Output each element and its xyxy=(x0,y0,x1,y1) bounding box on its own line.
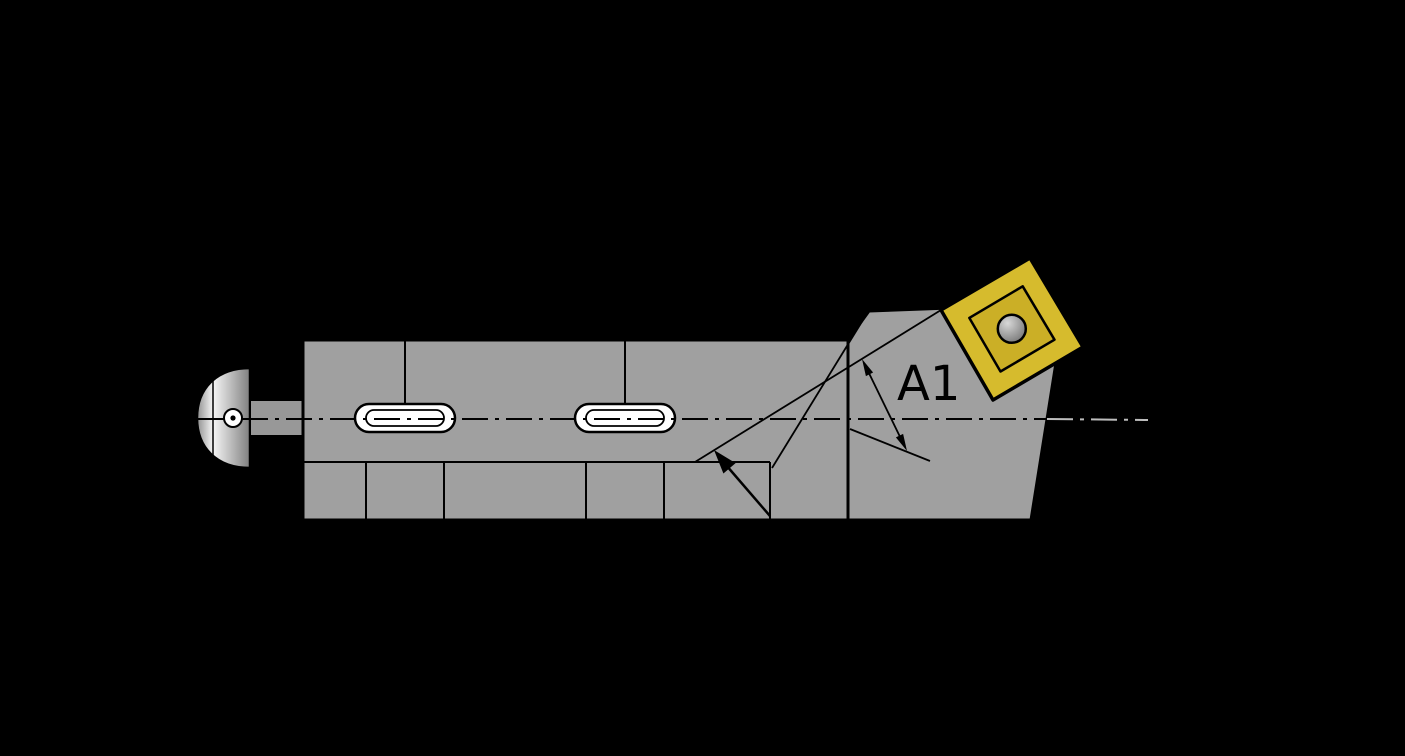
body-detail-lines xyxy=(303,340,771,520)
cutting-edge-extension-line xyxy=(694,309,942,463)
insert-screw-hole xyxy=(996,313,1028,345)
edge-pointer-arrow xyxy=(714,450,771,517)
chamfer-extension-line xyxy=(771,314,867,469)
a1-angle-label: A1 xyxy=(897,356,960,412)
a1-arrowhead-lower xyxy=(895,433,907,451)
a1-dimension-line xyxy=(865,366,904,444)
mounting-slots xyxy=(353,402,677,434)
indexable-insert xyxy=(939,256,1085,402)
pointer-arrowhead xyxy=(714,450,736,474)
angle-reference-line xyxy=(849,428,931,462)
pointer-arrow-shaft xyxy=(725,464,771,517)
centerline-extension xyxy=(1046,418,1149,421)
a1-dimension: A1 xyxy=(862,356,960,451)
a1-arrowhead-upper xyxy=(862,359,874,377)
